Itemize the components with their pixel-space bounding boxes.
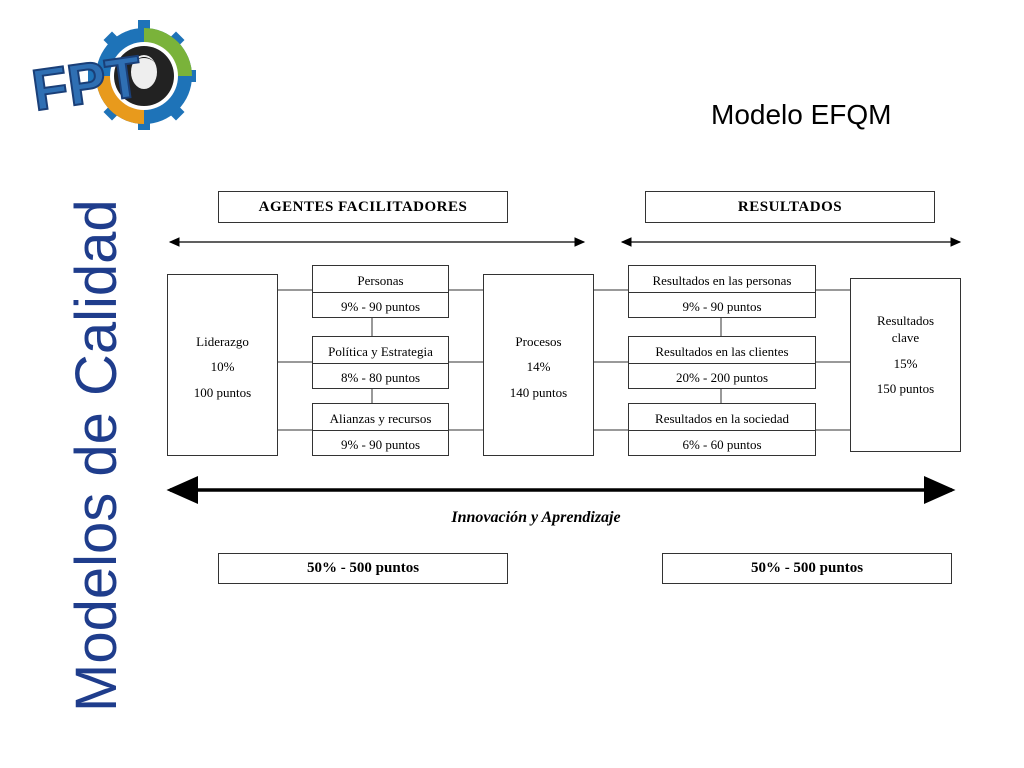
liderazgo-points: 100 puntos <box>193 385 252 400</box>
procesos-pct: 14% <box>526 359 551 374</box>
enablers-header: AGENTES FACILITADORES <box>218 191 508 223</box>
res-sociedad-box: Resultados en la sociedad 6% - 60 puntos <box>628 403 816 456</box>
results-total: 50% - 500 puntos <box>662 553 952 584</box>
fpt-logo: FPT <box>27 20 196 130</box>
slide-title: Modelo EFQM <box>711 99 892 130</box>
res-personas-box: Resultados en las personas 9% - 90 punto… <box>628 265 816 318</box>
procesos-name: Procesos <box>515 334 562 349</box>
gear-icon <box>88 20 196 130</box>
alianzas-name: Alianzas y recursos <box>329 411 432 426</box>
liderazgo-name: Liderazgo <box>196 334 249 349</box>
res-clave-pct: 15% <box>893 356 918 371</box>
res-clientes-name: Resultados en las clientes <box>655 344 789 359</box>
res-clave-points: 150 puntos <box>876 381 935 396</box>
res-clave-box: Resultados clave 15% 150 puntos <box>850 278 961 452</box>
svg-text:FPT: FPT <box>28 44 146 124</box>
connector-lines <box>277 289 850 431</box>
res-clave-name-2: clave <box>891 330 920 345</box>
results-header: RESULTADOS <box>645 191 935 223</box>
liderazgo-box: Liderazgo 10% 100 puntos <box>167 274 278 456</box>
res-sociedad-detail: 6% - 60 puntos <box>682 437 762 452</box>
alianzas-box: Alianzas y recursos 9% - 90 puntos <box>312 403 449 456</box>
personas-name: Personas <box>357 273 404 288</box>
personas-box: Personas 9% - 90 puntos <box>312 265 449 318</box>
res-personas-detail: 9% - 90 puntos <box>682 299 762 314</box>
res-clave-name-1: Resultados <box>876 313 935 328</box>
res-clientes-detail: 20% - 200 puntos <box>675 370 769 385</box>
res-personas-name: Resultados en las personas <box>652 273 792 288</box>
res-clientes-box: Resultados en las clientes 20% - 200 pun… <box>628 336 816 389</box>
politica-box: Política y Estrategia 8% - 80 puntos <box>312 336 449 389</box>
innovation-label: Innovación y Aprendizaje <box>451 509 621 526</box>
personas-detail: 9% - 90 puntos <box>340 299 421 314</box>
procesos-points: 140 puntos <box>509 385 568 400</box>
procesos-box: Procesos 14% 140 puntos <box>483 274 594 456</box>
liderazgo-pct: 10% <box>210 359 235 374</box>
alianzas-detail: 9% - 90 puntos <box>340 437 421 452</box>
politica-name: Política y Estrategia <box>328 344 433 359</box>
enablers-total: 50% - 500 puntos <box>218 553 508 584</box>
politica-detail: 8% - 80 puntos <box>340 370 421 385</box>
res-sociedad-name: Resultados en la sociedad <box>655 411 789 426</box>
